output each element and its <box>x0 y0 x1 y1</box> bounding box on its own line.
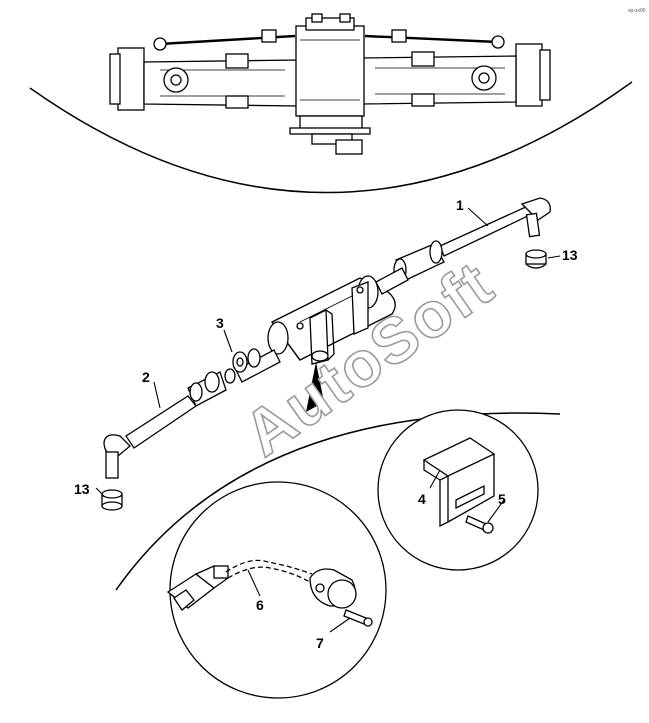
callout-7: 7 <box>316 635 324 651</box>
callout-5: 5 <box>498 491 506 507</box>
callout-13a: 13 <box>562 247 578 263</box>
callout-13b: 13 <box>74 481 90 497</box>
steering-assembly <box>101 197 551 511</box>
detail-pointer <box>306 362 324 412</box>
leader-lines <box>95 207 561 633</box>
callout-2: 2 <box>142 369 150 385</box>
sensor-detail-circle <box>166 481 387 699</box>
bracket-detail-circle <box>377 409 539 571</box>
callout-labels: 1 2 3 4 5 6 7 13 13 <box>74 197 578 651</box>
corner-code: sp-xx00 <box>628 8 646 14</box>
callout-6: 6 <box>256 597 264 613</box>
callout-1: 1 <box>456 197 464 213</box>
axle-overview-inset <box>29 13 633 194</box>
callout-4: 4 <box>418 491 426 507</box>
callout-3: 3 <box>216 315 224 331</box>
